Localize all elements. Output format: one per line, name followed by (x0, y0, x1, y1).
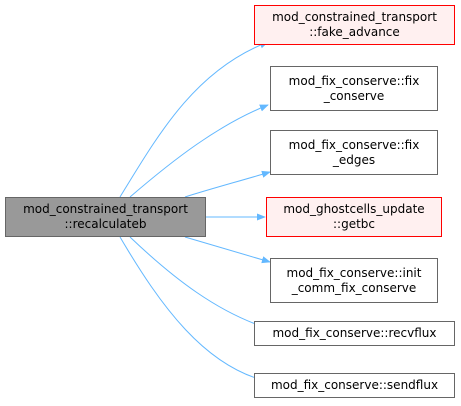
root-node-recalculateb: mod_constrained_transport ::recalculateb (5, 197, 206, 237)
edge-to-fake-advance (119, 41, 269, 198)
node-init-comm-fix-conserve[interactable]: mod_fix_conserve::init _comm_fix_conserv… (270, 258, 438, 303)
node-init-comm-line2: _comm_fix_conserve (291, 280, 417, 295)
edge-to-init-comm (184, 236, 271, 264)
node-recvflux-label: mod_fix_conserve::recvflux (272, 326, 437, 340)
node-fake-advance[interactable]: mod_constrained_transport ::fake_advance (254, 5, 455, 45)
root-node-line1: mod_constrained_transport (23, 202, 188, 216)
node-fix-conserve-line1: mod_fix_conserve::fix (288, 73, 420, 88)
node-getbc[interactable]: mod_ghostcells_update ::getbc (266, 197, 442, 237)
node-fake-advance-line1: mod_constrained_transport (272, 10, 437, 24)
node-fake-advance-line2: ::fake_advance (309, 25, 400, 39)
edge-to-fix-conserve (129, 104, 269, 198)
edge-to-sendflux (119, 236, 271, 384)
node-fix-edges-line2: _edges (332, 152, 376, 167)
node-sendflux-label: mod_fix_conserve::sendflux (270, 378, 439, 392)
root-node-line2: ::recalculateb (64, 217, 147, 231)
edge-to-fix-edges (184, 170, 271, 198)
edge-to-recvflux (129, 236, 271, 331)
node-fix-edges-line1: mod_fix_conserve::fix (288, 137, 420, 152)
node-getbc-line1: mod_ghostcells_update (283, 202, 425, 216)
node-getbc-line2: ::getbc (332, 217, 375, 231)
node-fix-edges[interactable]: mod_fix_conserve::fix _edges (270, 130, 438, 175)
node-init-comm-line1: mod_fix_conserve::init (286, 265, 422, 280)
node-fix-conserve-line2: _conserve (323, 88, 385, 103)
node-sendflux[interactable]: mod_fix_conserve::sendflux (254, 373, 455, 398)
node-recvflux[interactable]: mod_fix_conserve::recvflux (254, 321, 455, 346)
node-fix-conserve[interactable]: mod_fix_conserve::fix _conserve (270, 66, 438, 111)
